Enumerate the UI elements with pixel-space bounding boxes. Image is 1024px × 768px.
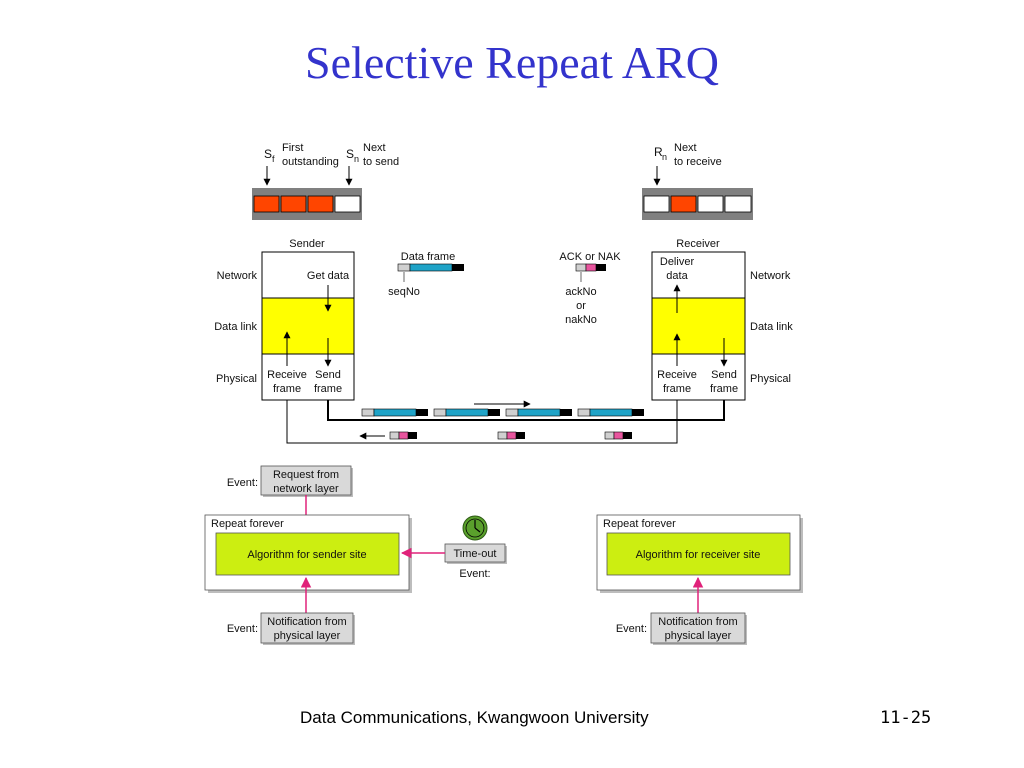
channel <box>286 400 725 444</box>
sender-notify-box <box>260 612 354 644</box>
sender-send-1: Send <box>315 369 341 381</box>
sender-receive-1: Receive <box>267 369 307 381</box>
ack-frame <box>497 431 525 440</box>
event-label: Event: <box>616 623 647 635</box>
or-label: or <box>576 300 586 312</box>
ackno-label: ackNo <box>565 286 596 298</box>
sf-text-2: outstanding <box>282 156 339 168</box>
receiver-title: Receiver <box>676 238 720 250</box>
request-1: Request from <box>273 469 339 481</box>
sender-title: Sender <box>289 238 325 250</box>
legend-seqno-field <box>397 263 411 272</box>
receiver-stack: Receiver Network Data link Physical Deli… <box>651 238 793 401</box>
sender-algorithm-box <box>215 532 400 576</box>
event-label: Event: <box>227 477 258 489</box>
data-frame <box>505 408 572 417</box>
sender-slot-free <box>334 195 361 213</box>
receiver-slot-empty <box>697 195 724 213</box>
receiver-data-link-label: Data link <box>750 321 793 333</box>
reverse-channel-line <box>286 400 678 444</box>
receiver-send-2: frame <box>710 383 738 395</box>
receiver-algorithm-box <box>606 532 791 576</box>
receiver-repeat-forever: Repeat forever <box>603 518 676 530</box>
legend-ack-type-field <box>585 263 597 272</box>
ack-frame <box>389 431 417 440</box>
sender-algorithm-label: Algorithm for sender site <box>247 549 366 561</box>
data-frame <box>577 408 644 417</box>
receiver-send-1: Send <box>711 369 737 381</box>
sf-label: S <box>264 147 272 161</box>
receiver-slot-received <box>670 195 697 213</box>
event-label: Event: <box>227 623 258 635</box>
sender-send-2: frame <box>314 383 342 395</box>
receiver-network-label: Network <box>750 270 791 282</box>
sender-slot-outstanding <box>280 195 307 213</box>
receiver-receive-1: Receive <box>657 369 697 381</box>
receiver-receive-2: frame <box>663 383 691 395</box>
receiver-notify-box <box>650 612 746 644</box>
legend-ack-trailer-field <box>596 264 606 271</box>
data-frame-label: Data frame <box>401 251 455 263</box>
sn-sub: n <box>354 154 359 164</box>
sender-data-link-layer <box>261 297 355 355</box>
legend-trailer-field <box>452 264 464 271</box>
receiver-events: Repeat forever Algorithm for receiver si… <box>596 514 803 645</box>
receiver-slot-empty <box>724 195 752 213</box>
sn-text-1: Next <box>363 142 386 154</box>
sender-network-label: Network <box>217 270 258 282</box>
sender-receive-2: frame <box>273 383 301 395</box>
sn-text-2: to send <box>363 156 399 168</box>
rn-text-2: to receive <box>674 156 722 168</box>
nakno-label: nakNo <box>565 314 597 326</box>
deliver-1: Deliver <box>660 256 695 268</box>
sender-notify-2: physical layer <box>274 630 341 642</box>
ack-nak-label: ACK or NAK <box>559 251 621 263</box>
legend-ack-field <box>575 263 587 272</box>
legend-data-field <box>409 263 453 272</box>
receiver-physical-label: Physical <box>750 373 791 385</box>
slide-title: Selective Repeat ARQ <box>305 37 719 88</box>
sn-label: S <box>346 147 354 161</box>
timeout-event: Time-out Event: <box>400 515 507 580</box>
request-event-box <box>260 465 352 496</box>
get-data-label: Get data <box>307 270 350 282</box>
sender-events: Event: Request from network layer Repeat… <box>204 465 412 645</box>
forward-channel-line <box>327 400 725 421</box>
sender-notify-1: Notification from <box>267 616 346 628</box>
sender-repeat-forever: Repeat forever <box>211 518 284 530</box>
receiver-data-link-layer <box>651 297 746 355</box>
slide-footer: Data Communications, Kwangwoon Universit… <box>300 708 649 727</box>
frame-legend: Data frame seqNo ACK or NAK ackNo or nak… <box>388 251 621 326</box>
receiver-slot-empty <box>643 195 670 213</box>
rn-label: R <box>654 145 663 159</box>
data-frame <box>433 408 500 417</box>
seqno-label: seqNo <box>388 286 420 298</box>
request-2: network layer <box>273 483 339 495</box>
rn-text-1: Next <box>674 142 697 154</box>
timeout-event-label: Event: <box>459 568 490 580</box>
deliver-2: data <box>666 270 688 282</box>
sender-data-link-label: Data link <box>214 321 257 333</box>
sf-sub: f <box>272 154 275 164</box>
page-number: 11-25 <box>880 708 932 728</box>
timeout-label: Time-out <box>454 548 497 560</box>
rn-sub: n <box>662 152 667 162</box>
data-frame <box>361 408 428 417</box>
receiver-notify-1: Notification from <box>658 616 737 628</box>
ack-frame <box>604 431 632 440</box>
sender-stack: Sender Network Data link Physical Get da… <box>214 238 355 401</box>
sf-text-1: First <box>282 142 303 154</box>
receiver-algorithm-label: Algorithm for receiver site <box>636 549 761 561</box>
sender-slot-outstanding <box>307 195 334 213</box>
receiver-notify-2: physical layer <box>665 630 732 642</box>
sender-window: S f First outstanding S n Next to send <box>252 142 399 220</box>
sender-slot-outstanding <box>253 195 280 213</box>
receiver-window: R n Next to receive <box>642 142 753 220</box>
sender-physical-label: Physical <box>216 373 257 385</box>
